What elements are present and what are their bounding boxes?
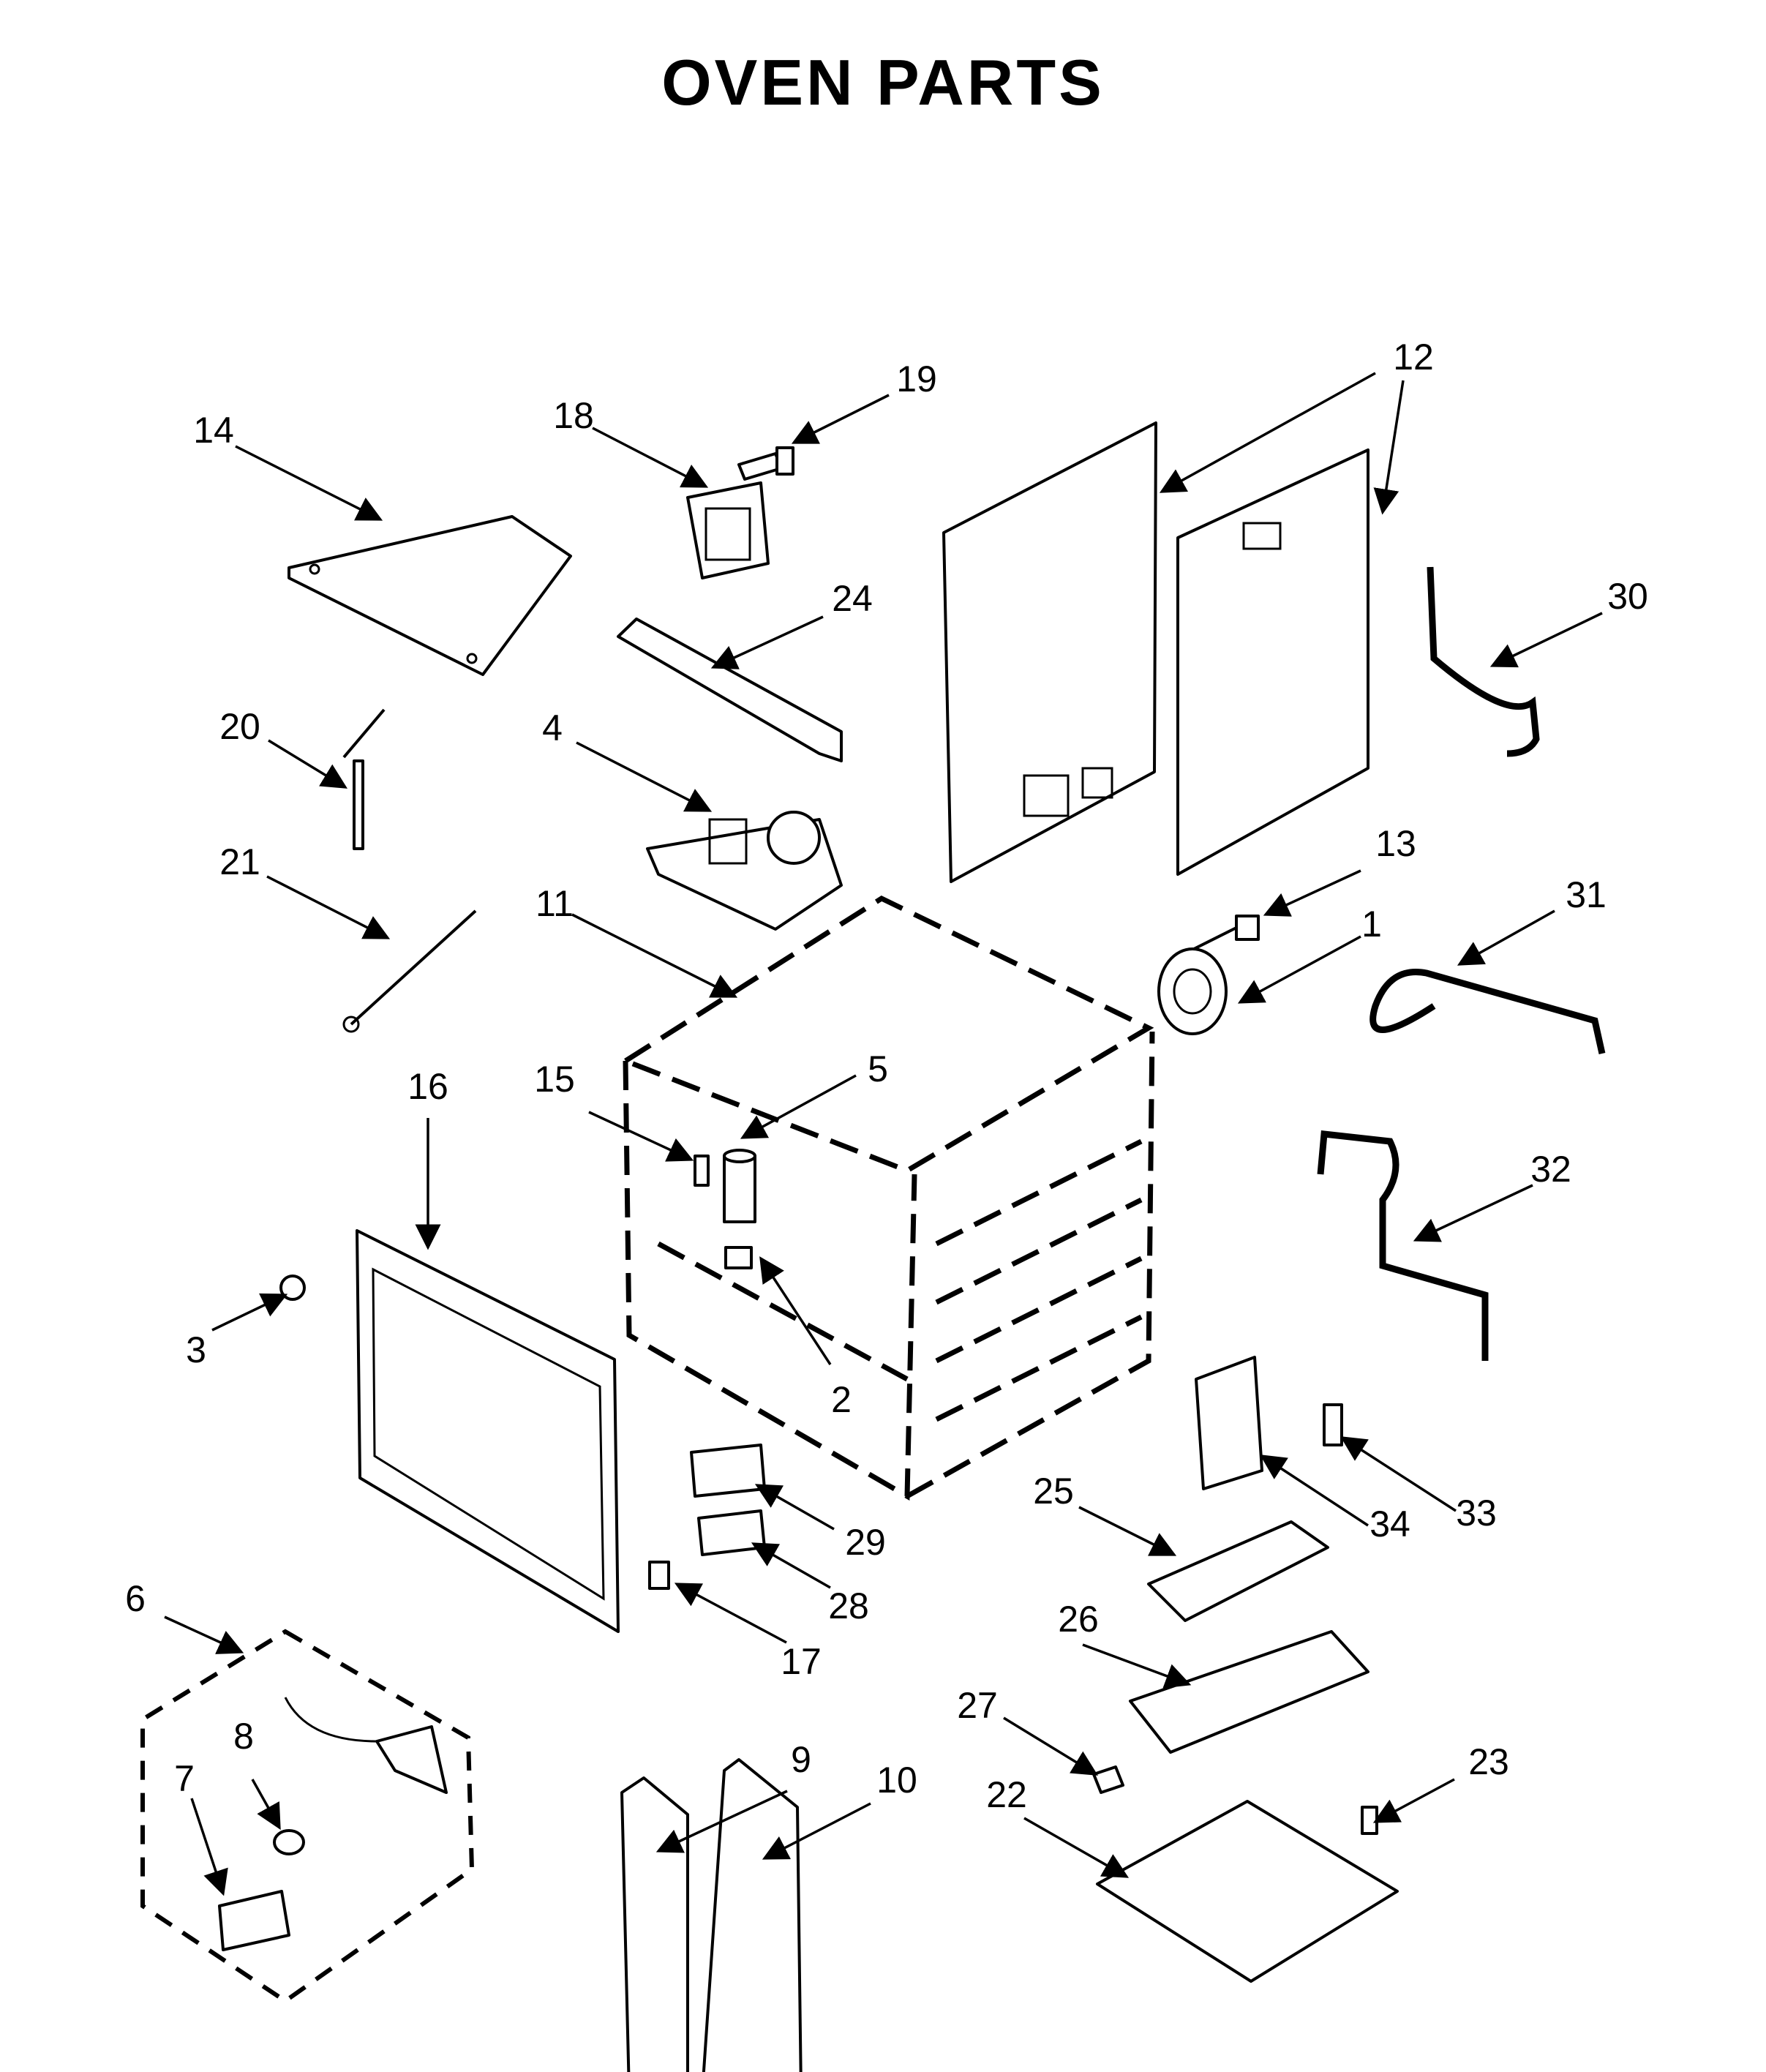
callout-25: 25: [1033, 1471, 1074, 1512]
part-16-shape: [356, 1229, 620, 1633]
callout-27: 27: [957, 1685, 998, 1726]
part-2-shape: [724, 1246, 753, 1269]
part-6-shape: [284, 1697, 448, 1794]
callout-34: 34: [1369, 1504, 1410, 1544]
part-28-shape: [697, 1509, 766, 1556]
callout-18: 18: [553, 395, 594, 436]
part-32-shape: [1317, 1130, 1489, 1361]
callout-5: 5: [868, 1048, 888, 1089]
callout-2: 2: [831, 1379, 852, 1420]
callout-23: 23: [1468, 1741, 1509, 1782]
callout-1: 1: [1361, 904, 1382, 945]
part-29-shape: [690, 1444, 766, 1498]
callout-3: 3: [186, 1329, 206, 1370]
callout-13: 13: [1375, 823, 1416, 864]
part-27-shape: [1092, 1765, 1124, 1794]
part-23-shape: [1361, 1806, 1378, 1835]
part-11-shape: [620, 895, 1155, 1501]
part-12a-shape: [942, 421, 1157, 883]
part-20-shape: [342, 708, 386, 850]
callout-labels: 1 2 3 4 5 6 7 8 9 10 11 12 13 14 15 16 1…: [125, 337, 1648, 1815]
callout-26: 26: [1058, 1599, 1099, 1640]
part-5-shape: [723, 1149, 756, 1223]
callout-8: 8: [233, 1716, 254, 1757]
callout-31: 31: [1566, 874, 1607, 915]
part-24-shape: [617, 618, 843, 762]
callout-22: 22: [986, 1774, 1027, 1815]
part-15-shape: [694, 1155, 710, 1187]
callout-28: 28: [828, 1585, 869, 1626]
callout-15: 15: [534, 1059, 575, 1100]
callout-32: 32: [1530, 1149, 1571, 1190]
callout-9: 9: [791, 1739, 811, 1780]
part-34-shape: [1195, 1356, 1263, 1490]
part-17-shape: [648, 1561, 670, 1590]
part-30-shape: [1427, 566, 1540, 757]
callout-17: 17: [781, 1641, 822, 1682]
callout-21: 21: [219, 841, 260, 882]
part-22-shape: [1096, 1800, 1399, 1983]
callout-20: 20: [219, 706, 260, 747]
callout-29: 29: [845, 1522, 886, 1563]
part-1-shape: [1157, 947, 1228, 1035]
callout-33: 33: [1456, 1493, 1497, 1534]
part-9-shape: [620, 1776, 689, 2072]
leader-arrows: [164, 372, 1603, 1896]
callout-30: 30: [1607, 576, 1648, 617]
part-25-shape: [1147, 1520, 1329, 1622]
callout-11: 11: [536, 883, 574, 924]
part-14-shape: [288, 515, 572, 676]
part-7-shape: [218, 1890, 290, 1951]
callout-19: 19: [896, 359, 937, 399]
part-21-shape: [342, 909, 477, 1033]
part-26-shape: [1129, 1630, 1369, 1754]
callout-24: 24: [832, 578, 873, 619]
part-12b-shape: [1176, 448, 1369, 876]
callout-16: 16: [407, 1066, 448, 1107]
part-8-shape: [273, 1829, 305, 1855]
part-33-shape: [1323, 1403, 1343, 1446]
part-13-shape: [1192, 915, 1260, 951]
callout-10: 10: [876, 1760, 917, 1801]
callout-6: 6: [125, 1578, 146, 1619]
callout-7: 7: [174, 1758, 195, 1799]
callout-4: 4: [542, 707, 563, 748]
page-title: OVEN PARTS: [661, 46, 1105, 119]
part-4-shape: [646, 811, 843, 931]
callout-12: 12: [1393, 337, 1434, 378]
callout-14: 14: [193, 410, 234, 451]
part-18-shape: [686, 481, 770, 579]
part-6-group-outline: [140, 1629, 475, 2004]
part-31-shape: [1369, 969, 1606, 1054]
part-19-shape: [737, 446, 794, 481]
